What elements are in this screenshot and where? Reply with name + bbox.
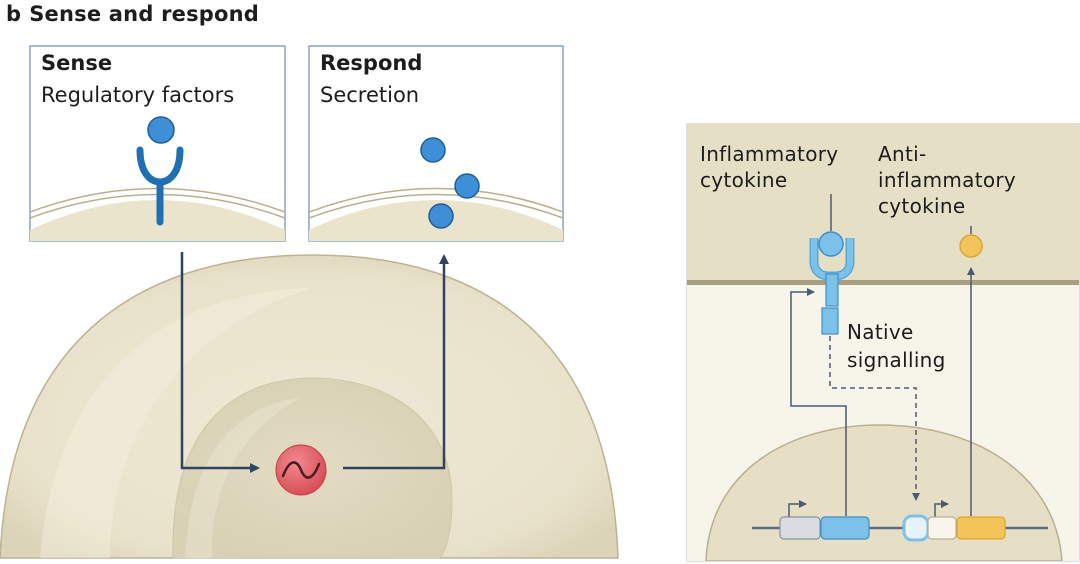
panel-letter: b <box>6 2 22 26</box>
regulatory-factor-ligand <box>147 116 175 144</box>
inflammatory-label-line1: Inflammatory <box>700 142 839 166</box>
panel-title-text: Sense and respond <box>29 2 260 26</box>
panel-title: b Sense and respond <box>6 2 259 26</box>
sense-arrow <box>180 252 260 473</box>
inflammatory-label-line2: cytokine <box>700 168 788 192</box>
synthetic-gene-icon <box>275 444 327 496</box>
responsive-promoter-block <box>902 514 930 542</box>
secreted-molecule <box>454 173 480 199</box>
anti-label-line3: cytokine <box>878 194 966 218</box>
sense-subheading: Regulatory factors <box>41 83 235 107</box>
inflammatory-cytokine-icon <box>818 231 844 257</box>
respond-heading: Respond <box>320 51 423 75</box>
sense-heading: Sense <box>41 51 113 75</box>
respond-box <box>308 45 564 242</box>
anti-label-line2: inflammatory <box>878 168 1017 192</box>
promoter-block-light <box>927 516 957 540</box>
respond-arrow <box>343 254 449 470</box>
anti-inflammatory-cytokine-icon <box>959 234 983 258</box>
receptor-icon <box>136 146 184 226</box>
respond-subheading: Secretion <box>320 83 420 107</box>
secreted-molecule <box>420 137 446 163</box>
native-signalling-arrow <box>829 336 920 501</box>
promoter-block-grey <box>779 516 821 540</box>
receptor-gene-block <box>820 516 870 540</box>
native-label-line1: Native <box>847 320 914 344</box>
sense-box <box>29 45 286 242</box>
secreted-molecule <box>428 203 454 229</box>
inflammatory-receptor-icon <box>809 238 855 335</box>
native-label-line2: signalling <box>847 348 946 372</box>
anti-label-line1: Anti- <box>878 142 927 166</box>
anti-gene-block <box>956 516 1006 540</box>
receptor-expression-arrow <box>790 288 847 516</box>
cytokine-circuit-panel <box>686 123 1080 562</box>
